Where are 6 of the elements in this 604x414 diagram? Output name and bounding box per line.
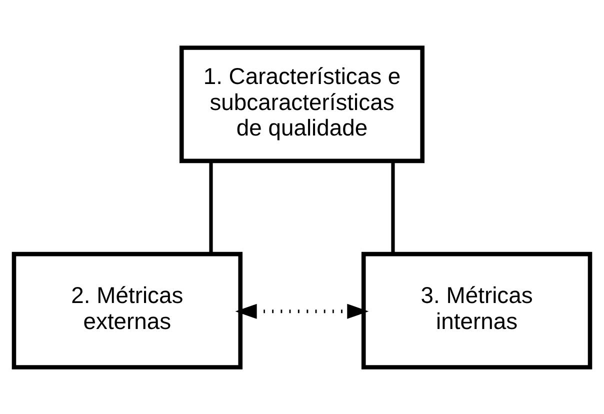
node-box: 1. Características e subcaracterísticas de qualidade	[179, 45, 425, 163]
arrow	[235, 303, 369, 318]
connector	[391, 160, 395, 254]
connector	[209, 160, 213, 254]
node-box: 3. Métricas internas	[361, 251, 592, 369]
node-box: 2. Métricas externas	[12, 251, 243, 369]
